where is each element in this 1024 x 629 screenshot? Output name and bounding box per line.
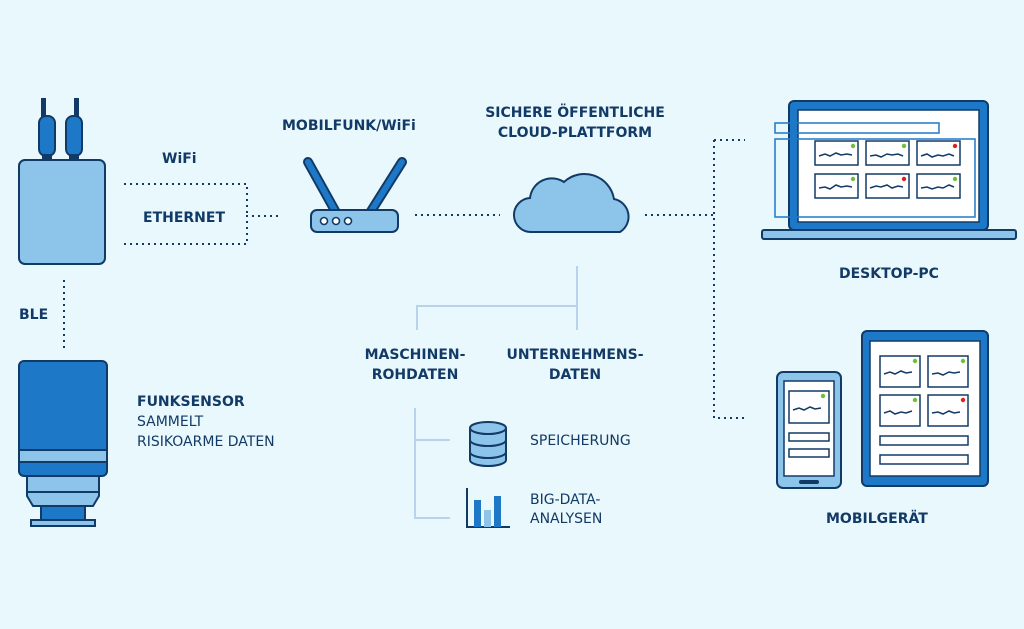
bigdata-label: BIG-DATA- ANALYSEN	[530, 491, 602, 529]
cloud-label-line2: CLOUD-PLATTFORM	[497, 125, 653, 141]
wifi-link	[124, 183, 248, 216]
router-icon	[303, 157, 407, 233]
unternehmens-line1: UNTERNEHMENS-	[506, 347, 644, 363]
database-icon	[469, 421, 507, 467]
unternehmens-daten-label: UNTERNEHMENS- DATEN	[495, 345, 655, 385]
bigdata-line2: ANALYSEN	[530, 511, 603, 527]
desktop-label: DESKTOP-PC	[839, 266, 939, 282]
bar-chart-icon	[466, 488, 510, 528]
mobilfunk-label: MOBILFUNK/WiFi	[282, 118, 416, 134]
mobile-label: MOBILGERÄT	[826, 511, 928, 527]
bigdata-line1: BIG-DATA-	[530, 492, 601, 508]
laptop-icon	[761, 100, 1017, 240]
cloud-icon	[513, 172, 630, 234]
maschinen-line1: MASCHINEN-	[364, 347, 466, 363]
ethernet-label: ETHERNET	[143, 210, 226, 226]
wireless-sensor-icon	[18, 360, 108, 527]
ble-label: BLE	[19, 307, 49, 323]
unternehmens-line2: DATEN	[548, 367, 602, 383]
ethernet-link	[124, 215, 280, 245]
wifi-label: WiFi	[162, 151, 197, 167]
connector-lines	[63, 139, 745, 419]
gateway-icon	[18, 98, 106, 265]
maschinen-line2: ROHDATEN	[371, 367, 459, 383]
phone-icon	[776, 371, 842, 489]
data-tree-lines	[414, 266, 578, 519]
desktop-branch	[713, 140, 745, 419]
maschinen-rohdaten-label: MASCHINEN- ROHDATEN	[350, 345, 480, 385]
sensor-title: FUNKSENSOR	[137, 394, 245, 410]
laptop-widgets	[814, 140, 961, 199]
sensor-line1: SAMMELT	[137, 414, 204, 430]
tablet-icon	[861, 330, 989, 487]
sensor-line2: RISIKOARME DATEN	[137, 434, 275, 450]
speicherung-label: SPEICHERUNG	[530, 433, 631, 449]
cloud-label-line1: SICHERE ÖFFENTLICHE	[485, 105, 665, 121]
sensor-description: FUNKSENSOR SAMMELT RISIKOARME DATEN	[137, 392, 275, 452]
cloud-platform-label: SICHERE ÖFFENTLICHE CLOUD-PLATTFORM	[470, 103, 680, 143]
